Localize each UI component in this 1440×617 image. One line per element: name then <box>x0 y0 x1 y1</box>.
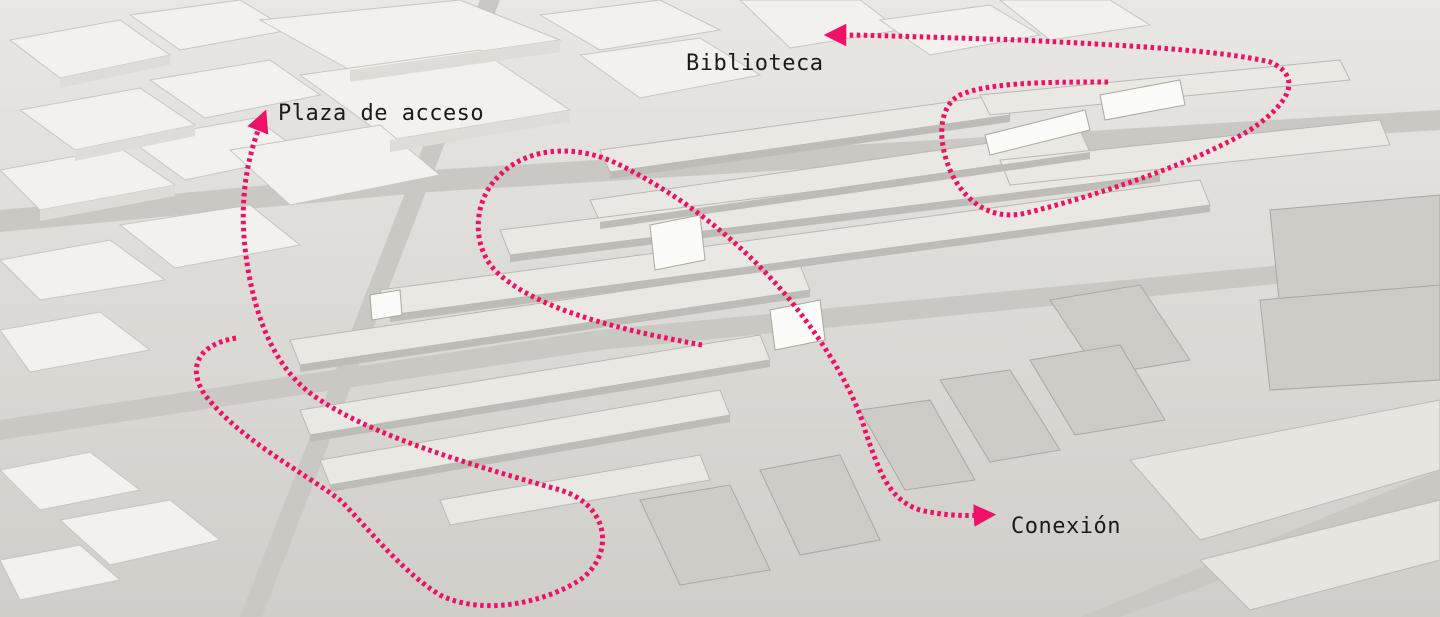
conexion-label: Conexión <box>1011 514 1121 539</box>
plaza-label: Plaza de acceso <box>278 101 484 126</box>
biblioteca-label: Biblioteca <box>686 51 823 76</box>
